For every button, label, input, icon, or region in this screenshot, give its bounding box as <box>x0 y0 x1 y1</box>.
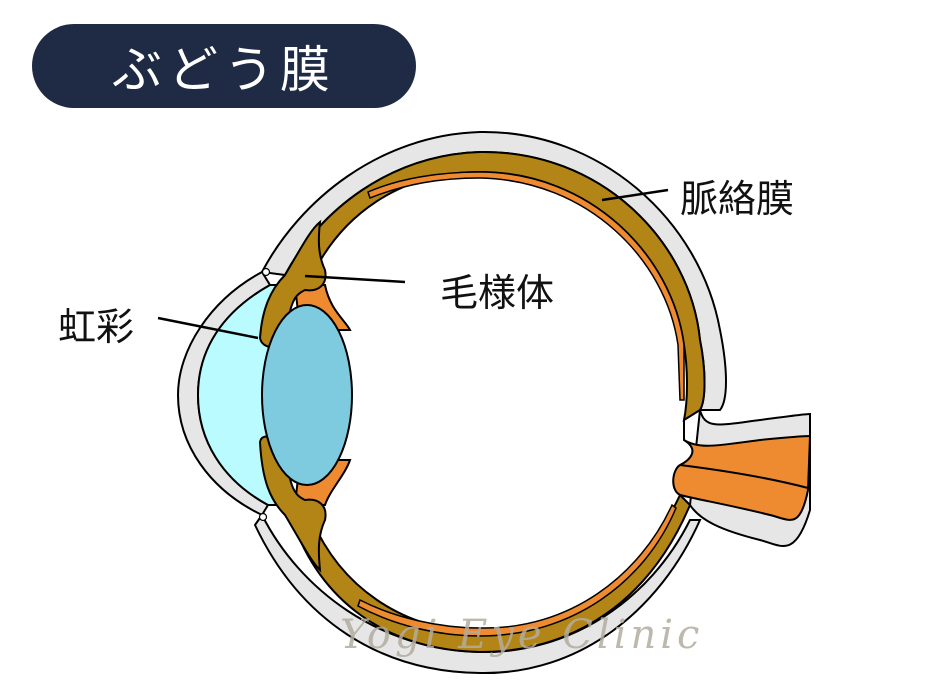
title-text: ぶどう膜 <box>112 41 336 99</box>
label-ciliary-body: 毛様体 <box>440 271 555 315</box>
label-iris: 虹彩 <box>58 305 135 349</box>
label-choroid: 脈絡膜 <box>680 177 795 221</box>
leader-line-choroid <box>601 188 669 202</box>
leader-line-iris <box>157 316 259 340</box>
lens <box>261 304 353 486</box>
optic-nerve <box>672 409 812 547</box>
title-badge: ぶどう膜 <box>32 24 416 108</box>
canal-marker-icon <box>261 267 271 277</box>
leader-line-ciliary <box>304 274 406 284</box>
canal-marker-icon <box>258 512 268 522</box>
watermark: Yogi Eye Clinic <box>340 612 704 658</box>
ciliary-body-bottom <box>258 435 327 573</box>
ciliary-body-top <box>258 219 327 349</box>
retina <box>367 171 685 401</box>
